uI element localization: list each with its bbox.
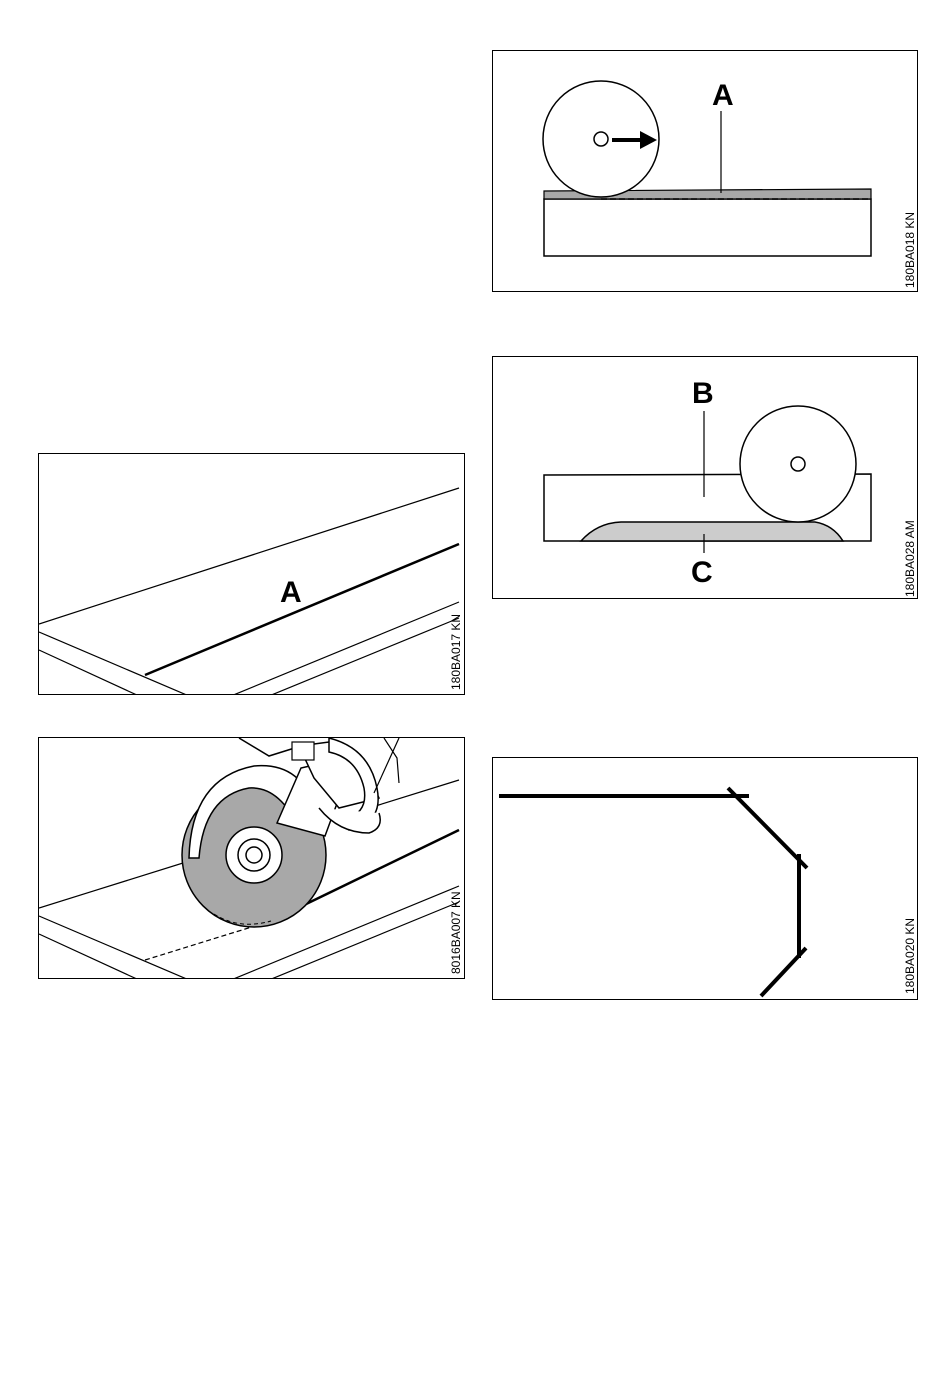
figure-saw-cutting: 8016BA007 KN (38, 737, 465, 979)
figure-code: 180BA028 AM (903, 520, 917, 597)
figure-cut-pattern: 180BA020 KN (492, 757, 918, 1000)
figure-code: 180BA020 KN (903, 918, 917, 994)
label-a: A (712, 81, 734, 111)
figure-code: 180BA018 KN (903, 212, 917, 288)
label-b: B (692, 379, 714, 409)
cut-pattern-drawing (493, 758, 918, 1000)
figure-wheel-on-surface: A 180BA018 KN (492, 50, 918, 292)
figure-code: 180BA017 KN (449, 614, 463, 690)
marked-line-drawing (39, 454, 465, 695)
label-a: A (280, 578, 302, 608)
label-c: C (691, 558, 713, 588)
wheel-on-surface-drawing (493, 51, 918, 292)
figure-marked-line: A 180BA017 KN (38, 453, 465, 695)
figure-wheel-over-cavity: B C 180BA028 AM (492, 356, 918, 599)
saw-cutting-drawing (39, 738, 465, 979)
figure-code: 8016BA007 KN (449, 891, 463, 974)
